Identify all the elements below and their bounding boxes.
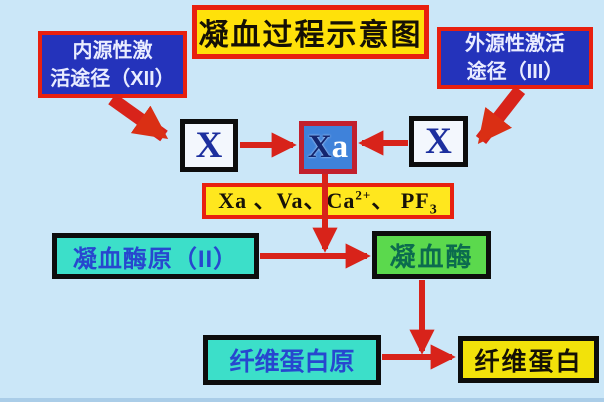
diagram-title: 凝血过程示意图 xyxy=(192,5,429,59)
cofactors-part1: Xa 、Va、Ca xyxy=(218,188,356,214)
cofactors-superscript: 2+ xyxy=(355,187,372,203)
node-factor-x-left: X xyxy=(180,119,238,172)
cofactors-part2: 、 PF xyxy=(371,188,430,214)
arrow-intrinsic-to-factor-x xyxy=(108,93,169,142)
cofactors-text: Xa 、Va、Ca2+、 PF3 xyxy=(218,183,437,218)
node-intrinsic-pathway: 内源性激 活途径（XII） xyxy=(38,31,187,98)
intrinsic-pathway-line2: 活途径（XII） xyxy=(50,67,175,90)
node-fibrinogen: 纤维蛋白原 xyxy=(203,335,381,385)
bottom-edge-strip xyxy=(0,398,604,402)
cofactors-subscript: 3 xyxy=(429,202,438,218)
extrinsic-pathway-line1: 外源性激活 xyxy=(465,33,565,55)
node-extrinsic-pathway: 外源性激活 途径（III） xyxy=(437,27,593,89)
node-thrombin: 凝血酶 xyxy=(372,231,491,279)
node-fibrin: 纤维蛋白 xyxy=(458,336,599,383)
node-prothrombin: 凝血酶原（II） xyxy=(52,233,259,279)
extrinsic-pathway-line2: 途径（III） xyxy=(466,61,564,83)
factor-xa-a: a xyxy=(331,129,349,165)
arrow-extrinsic-to-factor-x xyxy=(475,86,526,144)
factor-xa-x: X xyxy=(307,129,332,165)
node-factor-x-right: X xyxy=(409,116,468,167)
node-cofactors: Xa 、Va、Ca2+、 PF3 xyxy=(202,183,454,219)
intrinsic-pathway-line1: 内源性激 xyxy=(72,39,153,62)
